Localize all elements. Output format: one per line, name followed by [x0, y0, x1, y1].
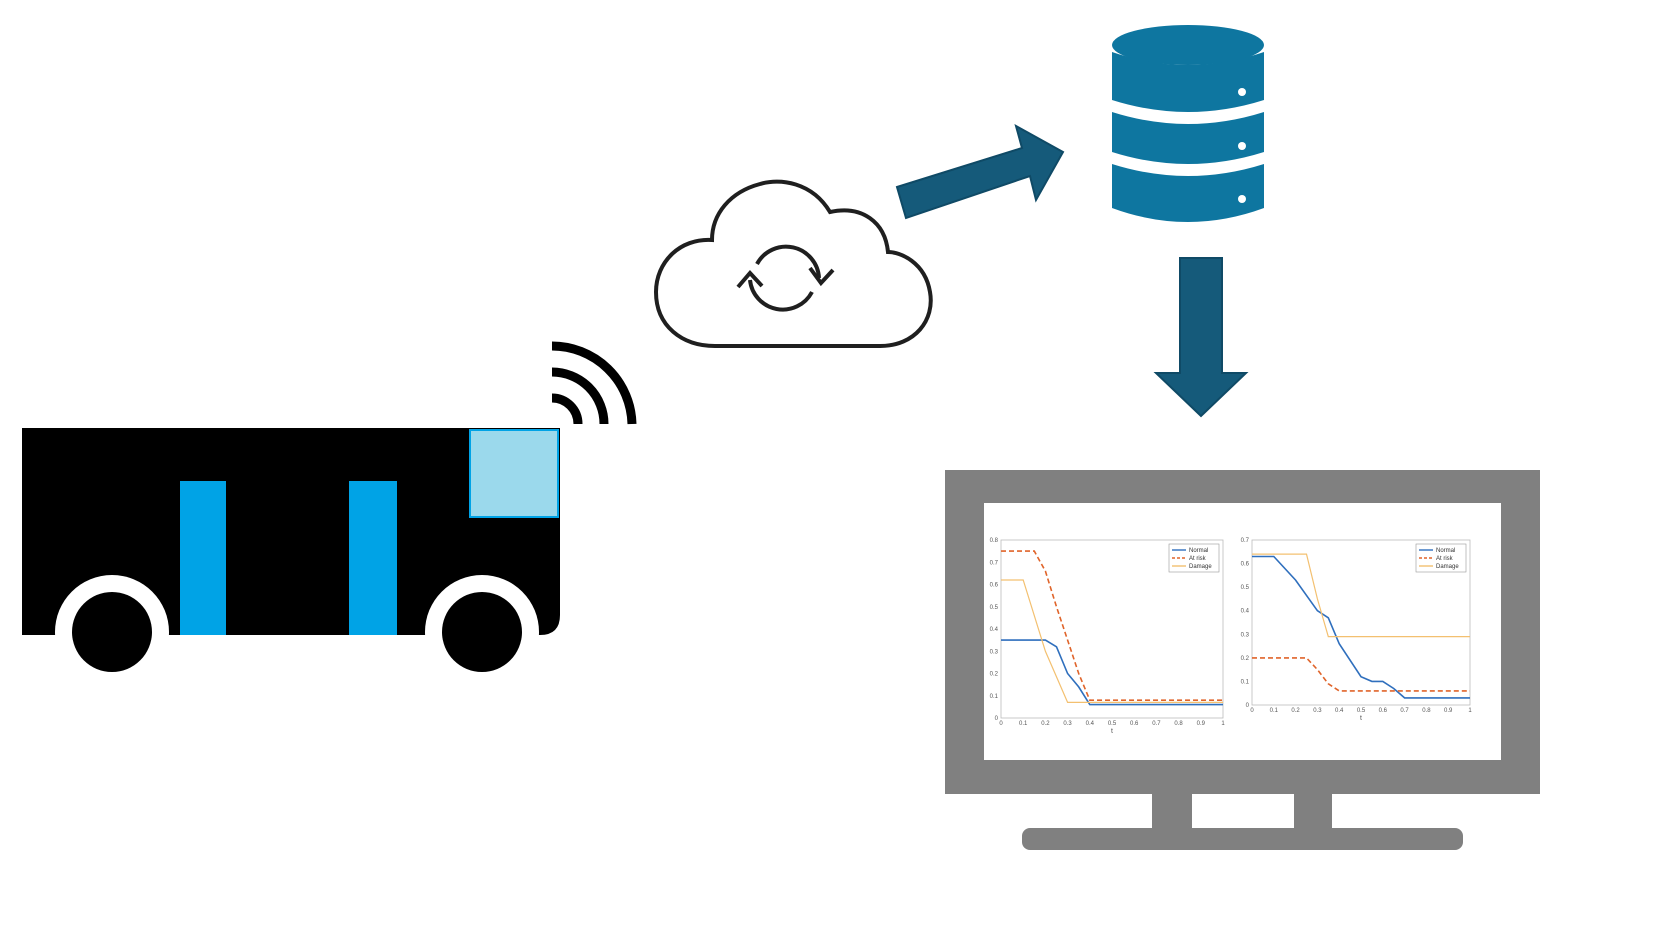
y-tick-label: 0.5	[990, 605, 999, 611]
y-tick-label: 0.7	[1241, 538, 1250, 544]
y-tick-label: 0.3	[1241, 632, 1250, 638]
arrow-down-icon	[1153, 257, 1249, 418]
bus-door-rear	[349, 481, 397, 635]
x-axis-label: t	[1360, 715, 1362, 722]
x-tick-label: 0.2	[1041, 721, 1050, 727]
y-tick-label: 0.3	[990, 649, 999, 655]
y-tick-label: 0.6	[990, 583, 999, 589]
x-tick-label: 0.8	[1174, 721, 1183, 727]
screen-charts: 0 0.1 0.2 0.3 0.4 0.5 0.6 0.7 0.8 0.9 1 0 0.1 0.2 0.3 0…	[990, 538, 1473, 735]
bus-icon	[22, 428, 560, 689]
x-tick-label: 0.6	[1379, 708, 1388, 714]
series-line-normal	[1001, 639, 1223, 706]
legend-label: At risk	[1436, 556, 1454, 562]
series-line-damage	[1252, 553, 1470, 638]
wifi-signal-icon	[551, 341, 637, 425]
database-icon	[1112, 25, 1264, 222]
x-axis-label: t	[1111, 728, 1113, 735]
x-tick-label: 0.3	[1313, 708, 1322, 714]
chart-2: 0 0.1 0.2 0.3 0.4 0.5 0.6 0.7 0.8 0.9 1 0 0.1 0.2 0.3 0…	[1241, 538, 1473, 722]
x-tick-label: 1	[1468, 708, 1472, 714]
y-tick-label: 0.6	[1241, 562, 1250, 568]
cloud-sync-icon	[653, 179, 933, 348]
y-tick-label: 0.1	[990, 694, 999, 700]
arrow-right-icon	[895, 123, 1065, 220]
chart-1: 0 0.1 0.2 0.3 0.4 0.5 0.6 0.7 0.8 0.9 1 0 0.1 0.2 0.3 0…	[990, 538, 1226, 735]
x-tick-label: 0	[1250, 708, 1254, 714]
y-tick-label: 0.5	[1241, 585, 1250, 591]
x-tick-label: 0.2	[1291, 708, 1300, 714]
sync-icon	[736, 244, 835, 312]
x-tick-label: 0.5	[1357, 708, 1366, 714]
y-tick-label: 0.2	[1241, 656, 1250, 662]
wheel-rear	[72, 592, 152, 672]
bus-door-front	[180, 481, 226, 635]
x-tick-label: 0.9	[1444, 708, 1453, 714]
x-tick-label: 1	[1221, 721, 1225, 727]
y-tick-label: 0.4	[990, 627, 999, 633]
legend-label: Normal	[1189, 548, 1208, 554]
x-tick-label: 0.4	[1086, 721, 1095, 727]
x-tick-label: 0.3	[1063, 721, 1072, 727]
x-tick-label: 0	[999, 721, 1003, 727]
legend-label: Normal	[1436, 548, 1455, 554]
series-line-damage	[1001, 579, 1223, 704]
series-line-normal	[1252, 555, 1470, 699]
cloud-outline	[653, 179, 933, 348]
x-tick-label: 0.1	[1019, 721, 1028, 727]
x-tick-label: 0.4	[1335, 708, 1344, 714]
series-line-at-risk	[1001, 550, 1223, 702]
monitor-neck-right	[1294, 794, 1332, 828]
legend-label: Damage	[1436, 564, 1459, 570]
y-tick-label: 0.4	[1241, 609, 1250, 615]
x-tick-label: 0.7	[1152, 721, 1161, 727]
series-line-at-risk	[1252, 657, 1470, 692]
y-tick-label: 0.8	[990, 538, 999, 544]
bus-body	[22, 428, 560, 635]
x-tick-label: 0.7	[1400, 708, 1409, 714]
x-tick-label: 0.8	[1422, 708, 1431, 714]
monitor-neck-left	[1152, 794, 1192, 828]
x-tick-label: 0.1	[1270, 708, 1279, 714]
x-tick-label: 0.6	[1130, 721, 1139, 727]
y-tick-label: 0.2	[990, 672, 999, 678]
bus-window	[469, 429, 559, 518]
legend-label: Damage	[1189, 564, 1212, 570]
y-tick-label: 0.1	[1241, 679, 1250, 685]
y-tick-label: 0.7	[990, 560, 999, 566]
x-tick-label: 0.9	[1197, 721, 1206, 727]
x-tick-label: 0.5	[1108, 721, 1117, 727]
y-tick-label: 0	[995, 716, 999, 722]
monitor-base	[1022, 828, 1463, 850]
wheel-front	[442, 592, 522, 672]
y-tick-label: 0	[1246, 703, 1250, 709]
legend-label: At risk	[1189, 556, 1207, 562]
